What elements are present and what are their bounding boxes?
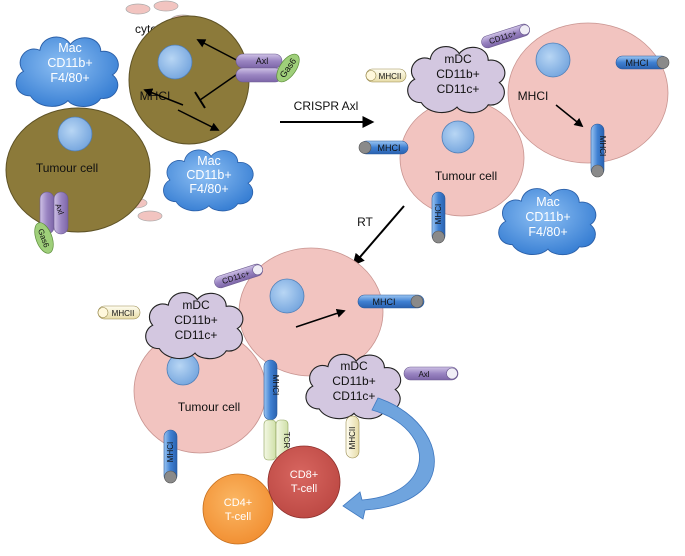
cytokine-blob bbox=[153, 0, 179, 12]
rt-label: RT bbox=[357, 215, 373, 229]
mdc-marker-cd11b: CD11b+ bbox=[174, 313, 217, 327]
mhcii-receptor: MHCII bbox=[345, 415, 360, 459]
mhci-receptor: MHCI bbox=[431, 191, 446, 244]
mdc-marker-cd11b: CD11b+ bbox=[436, 67, 479, 81]
mhcii-receptor: MHCII bbox=[97, 305, 141, 320]
cd8-label: CD8+ bbox=[290, 469, 318, 481]
mdc-label: mDC bbox=[444, 52, 472, 66]
axl-receptor: Axl bbox=[235, 53, 283, 83]
mhcii-label: MHCII bbox=[379, 72, 402, 81]
mdc-marker-cd11c: CD11c+ bbox=[437, 82, 480, 96]
mac-marker-f480: F4/80+ bbox=[189, 182, 228, 196]
activation-curved-arrow bbox=[342, 397, 435, 520]
mdc-cloud: mDC CD11b+ CD11c+ bbox=[407, 45, 506, 114]
axl-label: Axl bbox=[418, 370, 429, 379]
rt-arrow bbox=[352, 205, 405, 266]
cd4-label: CD4+ bbox=[224, 497, 252, 509]
tumour-cell-olive bbox=[128, 15, 250, 145]
cd11c-receptor: CD11c+ bbox=[481, 23, 531, 49]
mdc-marker-cd11c: CD11c+ bbox=[175, 328, 218, 342]
mac-marker-cd11b: CD11b+ bbox=[525, 210, 570, 224]
mhci-arrow bbox=[295, 309, 346, 328]
mhci-label: MHCI bbox=[518, 89, 549, 103]
mhci-label: MHCI bbox=[598, 136, 607, 156]
mdc-label: mDC bbox=[182, 298, 210, 312]
cd4-tcell: CD4+ T-cell bbox=[202, 473, 274, 545]
nucleus bbox=[57, 116, 93, 152]
axl-label: Axl bbox=[53, 202, 65, 216]
mac-marker-cd11b: CD11b+ bbox=[186, 168, 231, 182]
cd8-tcell-label: T-cell bbox=[291, 483, 317, 495]
mdc-label: mDC bbox=[340, 359, 368, 373]
mhci-label: MHCI bbox=[434, 204, 443, 224]
tumour-cell-label: Tumour cell bbox=[435, 169, 497, 183]
tcr-label: TCR bbox=[282, 432, 291, 449]
tumour-cell-label: Tumour cell bbox=[36, 161, 98, 175]
cytokine-blob bbox=[125, 3, 151, 15]
mac-label: Mac bbox=[197, 154, 221, 168]
macrophage-cloud: Mac CD11b+ F4/80+ bbox=[498, 187, 597, 256]
mhcii-label: MHCII bbox=[112, 309, 135, 318]
mhci-arrow bbox=[555, 104, 584, 128]
mhci-label: MHCI bbox=[166, 442, 175, 462]
macrophage-cloud: Mac CD11b+ F4/80+ bbox=[162, 149, 254, 212]
cd8-tcell: CD8+ T-cell bbox=[267, 445, 341, 519]
mhci-receptor: MHCI bbox=[163, 429, 178, 484]
mhci-receptor: MHCI bbox=[590, 123, 607, 178]
gas6-ligand: Gas6 bbox=[34, 222, 54, 254]
mhcii-label: MHCII bbox=[348, 427, 357, 450]
mhci-label: MHCI bbox=[626, 58, 649, 68]
mac-marker-f480: F4/80+ bbox=[50, 71, 89, 85]
axl-receptor: Axl bbox=[403, 366, 459, 381]
mdc-marker-cd11c: CD11c+ bbox=[333, 389, 376, 403]
mhci-receptor: MHCI bbox=[358, 140, 409, 155]
nucleus bbox=[441, 120, 475, 154]
nucleus bbox=[157, 44, 193, 80]
upregulation-arrow bbox=[143, 88, 184, 106]
mhci-receptor: MHCI bbox=[357, 294, 425, 309]
mac-label: Mac bbox=[58, 41, 82, 55]
crispr-axl-label: CRISPR Axl bbox=[294, 99, 359, 113]
mhcii-receptor: MHCII bbox=[365, 68, 407, 83]
mhci-receptor: MHCI bbox=[615, 55, 670, 70]
mdc-cloud: mDC CD11b+ CD11c+ bbox=[145, 291, 244, 360]
mhci-label: MHCI bbox=[373, 297, 396, 307]
gas6-ligand: Gas6 bbox=[276, 53, 300, 83]
nucleus bbox=[269, 278, 305, 314]
mhci-label: MHCI bbox=[271, 375, 280, 395]
macrophage-cloud: Mac CD11b+ F4/80+ bbox=[15, 36, 119, 108]
tumour-cell-label: Tumour cell bbox=[178, 400, 240, 414]
nucleus bbox=[535, 42, 571, 78]
mdc-marker-cd11b: CD11b+ bbox=[332, 374, 375, 388]
mhci-label: MHCI bbox=[378, 143, 401, 153]
tumour-cell-pink bbox=[399, 99, 525, 217]
mhci-arrow bbox=[177, 109, 220, 131]
mac-label: Mac bbox=[536, 195, 560, 209]
mac-marker-f480: F4/80+ bbox=[528, 225, 567, 239]
mdc-cloud: mDC CD11b+ CD11c+ bbox=[305, 353, 402, 420]
mac-marker-cd11b: CD11b+ bbox=[47, 56, 92, 70]
mhci-label: MHCI bbox=[140, 89, 171, 103]
cytokine-blob bbox=[137, 210, 163, 222]
axl-label: Axl bbox=[256, 56, 269, 66]
inhibition-bar bbox=[194, 91, 206, 109]
cd4-tcell-label: T-cell bbox=[225, 511, 251, 523]
